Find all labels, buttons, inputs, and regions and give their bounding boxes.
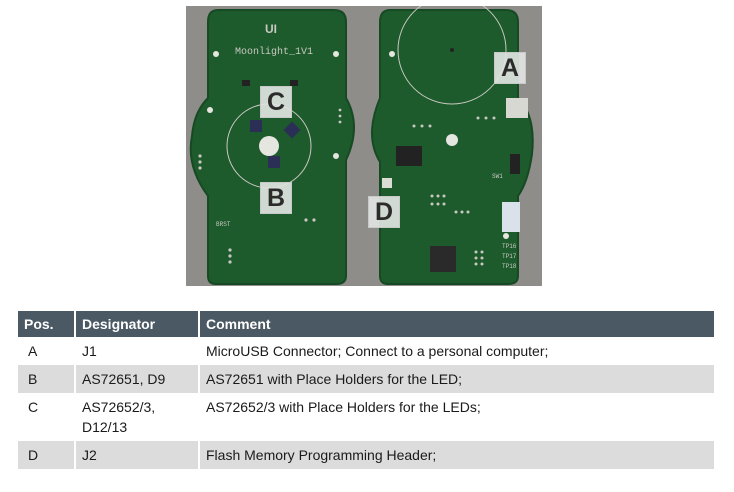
cell-comment: AS72652/3 with Place Holders for the LED… (199, 393, 714, 441)
pcb-photo: UI Moonlight_1V1 BRST TP16 TP17 TP18 SW1… (186, 6, 542, 286)
callout-a: A (494, 52, 526, 84)
header-comment: Comment (199, 311, 714, 337)
cell-designator: AS72652/3, D12/13 (75, 393, 200, 441)
cell-comment: MicroUSB Connector; Connect to a persona… (199, 337, 714, 365)
cell-pos: D (18, 441, 76, 469)
header-designator: Designator (75, 311, 200, 337)
board-label: Moonlight_1V1 (235, 46, 313, 58)
silkscreen-label: SW1 (492, 173, 503, 180)
table-row: C AS72652/3, D12/13 AS72652/3 with Place… (18, 393, 714, 441)
cell-pos: B (18, 365, 76, 393)
callout-b: B (260, 182, 292, 214)
usb-connector (506, 98, 528, 118)
silkscreen-label: BRST (216, 221, 231, 228)
callout-c: C (260, 86, 292, 118)
table-header-row: Pos. Designator Comment (18, 311, 714, 337)
silkscreen-label: TP17 (502, 253, 517, 260)
flash-chip (396, 146, 422, 166)
sensor-chip (268, 156, 280, 168)
silkscreen-label: TP18 (502, 263, 517, 270)
silkscreen-label: TP16 (502, 243, 517, 250)
cell-comment: AS72651 with Place Holders for the LED; (199, 365, 714, 393)
pcb-illustration: UI Moonlight_1V1 BRST TP16 TP17 TP18 SW1 (189, 6, 534, 285)
cell-designator: J1 (75, 337, 200, 365)
cell-pos: C (18, 393, 76, 441)
header-pos: Pos. (18, 311, 76, 337)
callout-d: D (368, 196, 400, 228)
board-logo: UI (265, 22, 277, 36)
cell-designator: J2 (75, 441, 200, 469)
component-table: Pos. Designator Comment A J1 MicroUSB Co… (18, 311, 714, 469)
cell-designator: AS72651, D9 (75, 365, 200, 393)
table-row: D J2 Flash Memory Programming Header; (18, 441, 714, 469)
sensor-chip (250, 120, 262, 132)
table-row: A J1 MicroUSB Connector; Connect to a pe… (18, 337, 714, 365)
cell-comment: Flash Memory Programming Header; (199, 441, 714, 469)
table-row: B AS72651, D9 AS72651 with Place Holders… (18, 365, 714, 393)
cell-pos: A (18, 337, 76, 365)
